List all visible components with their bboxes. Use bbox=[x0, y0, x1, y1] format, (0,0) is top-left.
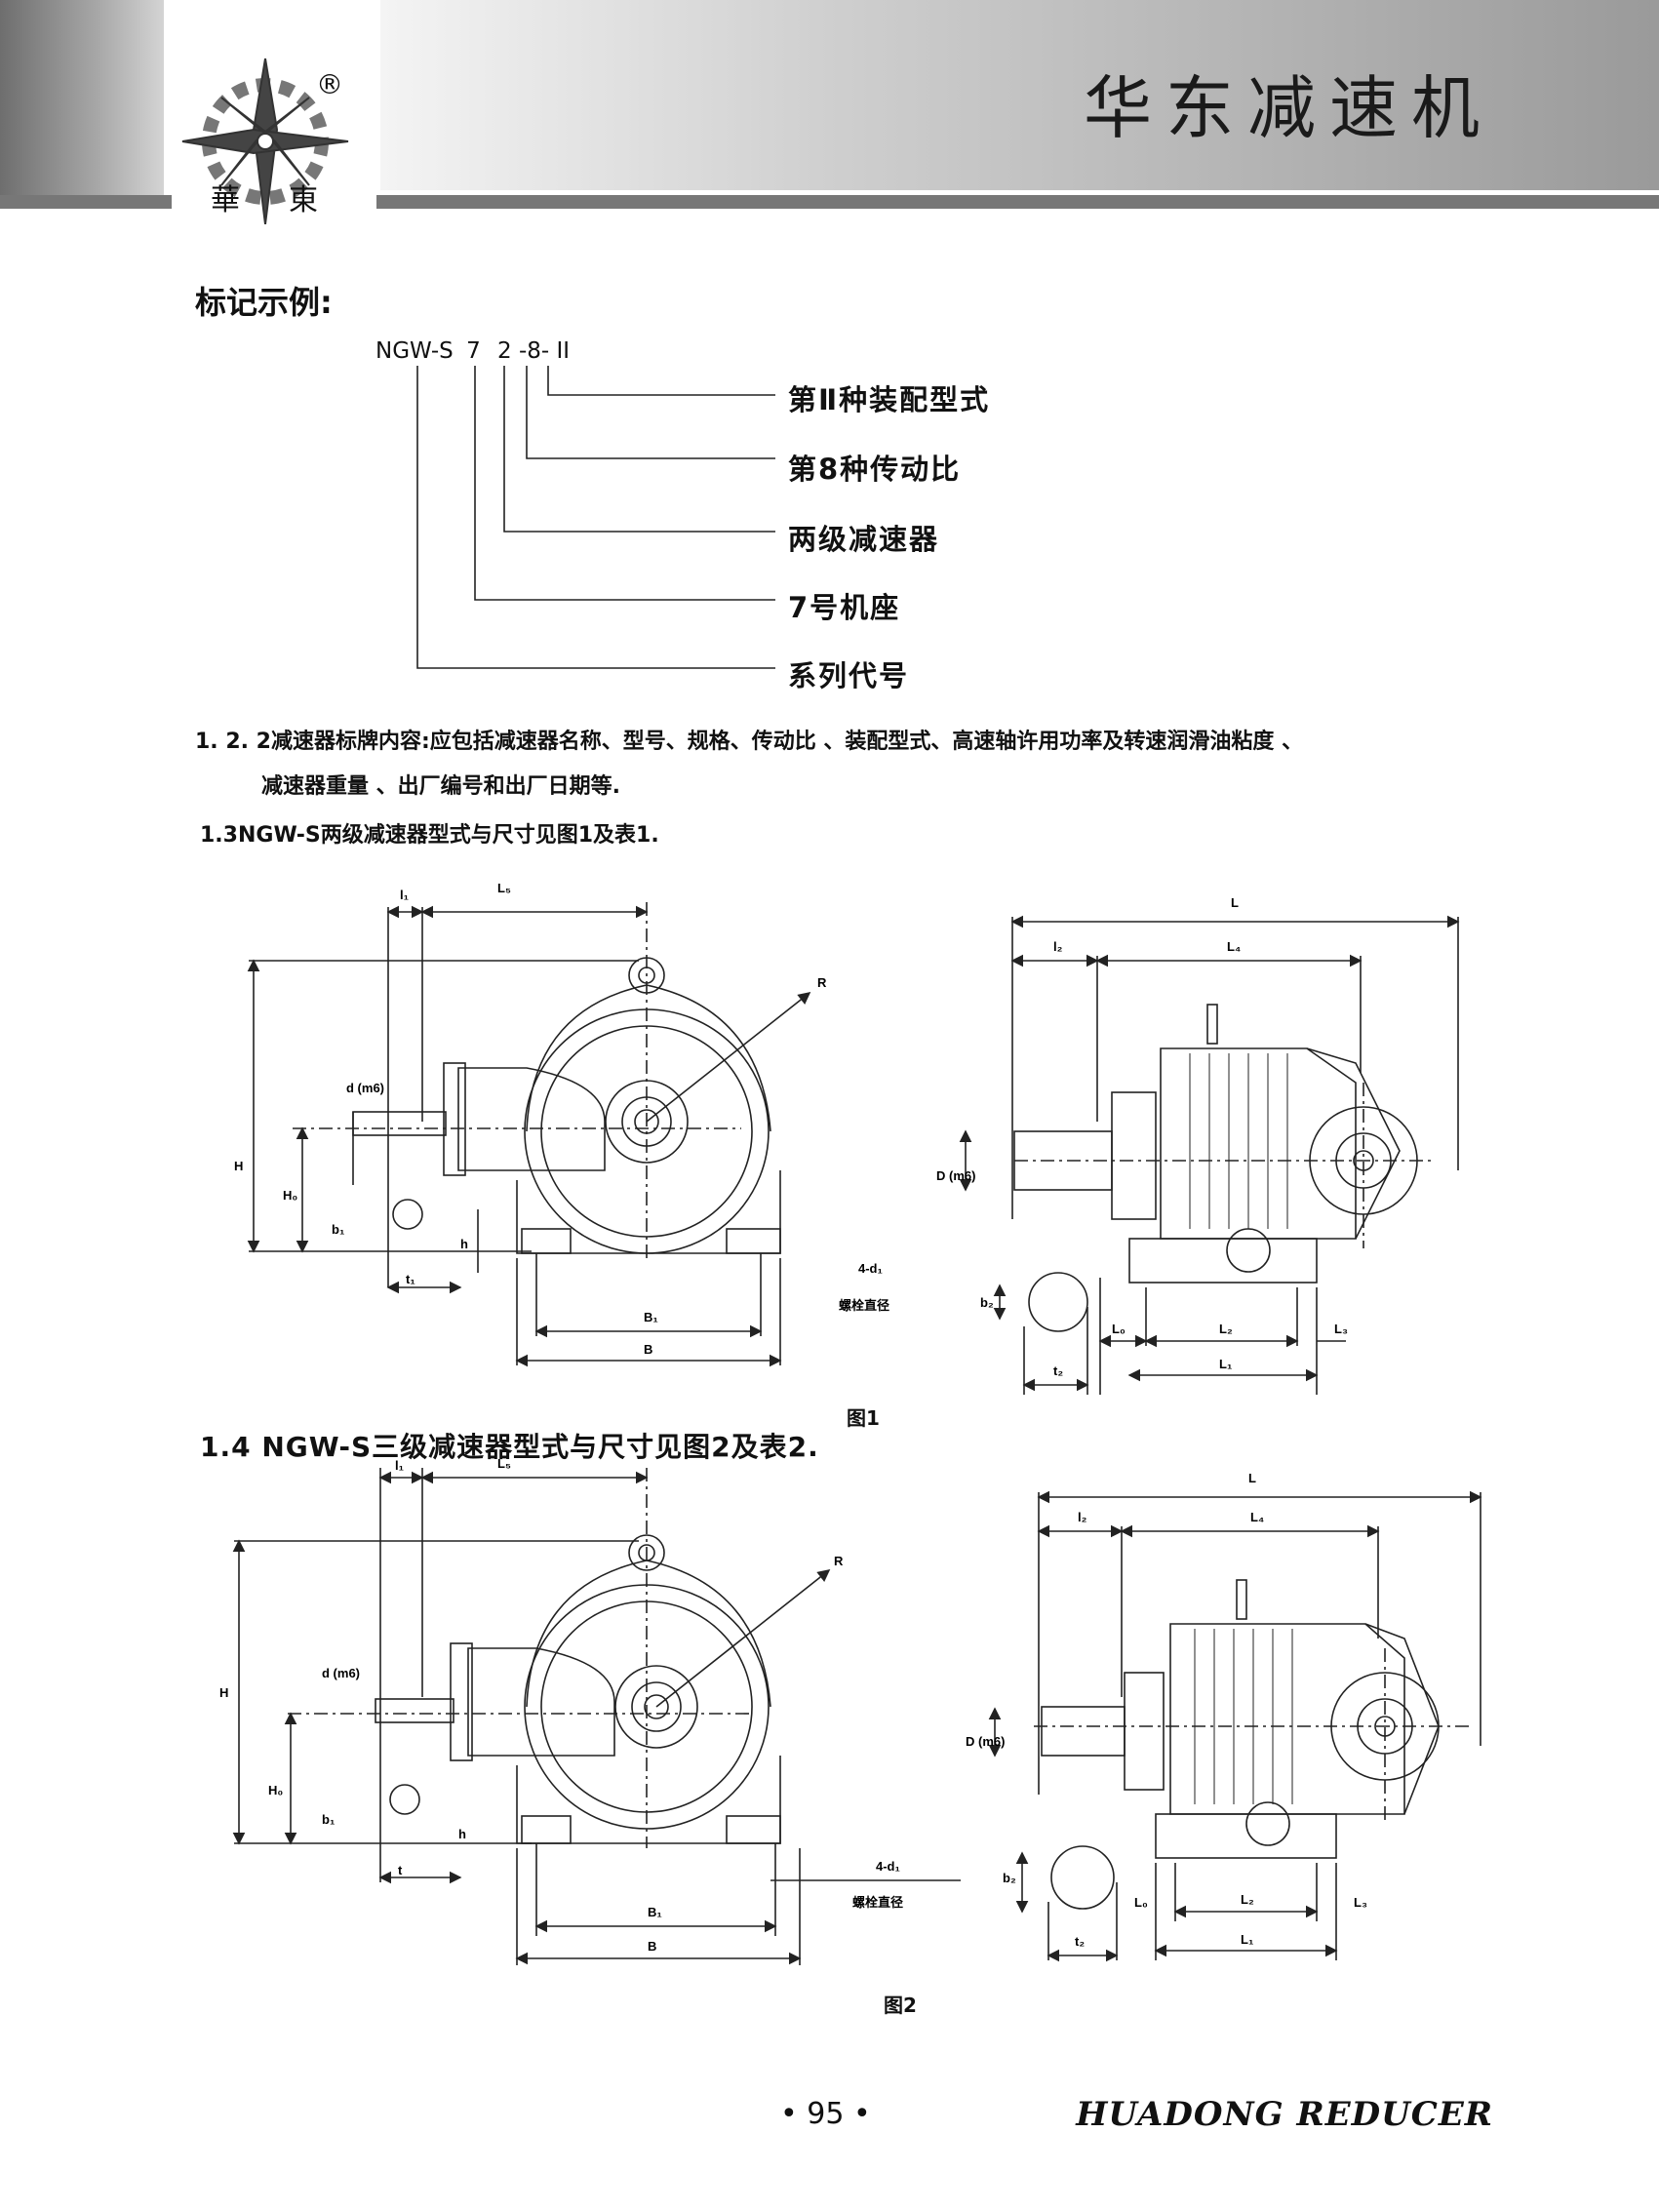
fig1-b2-label: b₂ bbox=[980, 1295, 994, 1310]
fig2-bolt-label: 4-d₁ bbox=[876, 1859, 900, 1874]
fig2-h-label: H bbox=[219, 1685, 228, 1700]
logo-char-left: 華 bbox=[211, 183, 240, 217]
fig2-b-label: B bbox=[648, 1939, 656, 1954]
fig1-l1-label: l₁ bbox=[400, 888, 409, 902]
fig2-L4-label: L₄ bbox=[1250, 1510, 1264, 1524]
logo-star-gear-icon bbox=[181, 58, 349, 224]
fig2-L2-label: L₂ bbox=[1241, 1892, 1254, 1907]
code-rest: 2 -8- II bbox=[497, 338, 571, 364]
code-series: NGW-S bbox=[375, 338, 454, 364]
fig2-L0-label: L₀ bbox=[1134, 1895, 1148, 1910]
code-label-series: 系列代号 bbox=[788, 659, 910, 692]
page-title: 华东减速机 bbox=[1084, 68, 1493, 148]
fig2-l2-label: l₂ bbox=[1078, 1510, 1087, 1524]
fig1-bolt-label: 4-d₁ bbox=[858, 1261, 883, 1276]
fig2-D-label: D (m6) bbox=[966, 1734, 1005, 1749]
fig2-L3-label: L₃ bbox=[1354, 1895, 1367, 1910]
fig1-L0-label: L₀ bbox=[1112, 1322, 1126, 1336]
fig2-front-view bbox=[232, 1468, 961, 1965]
fig2-d-label: d (m6) bbox=[322, 1666, 360, 1680]
fig1-t2-label: t₂ bbox=[1053, 1363, 1063, 1378]
fig1-D-label: D (m6) bbox=[936, 1168, 975, 1183]
fig2-t-label: t bbox=[398, 1863, 403, 1877]
fig1-bolt-desc: 螺栓直径 bbox=[839, 1298, 889, 1313]
para-122-line2: 减速器重量 、出厂编号和出厂日期等. bbox=[261, 774, 621, 799]
para-14: 1.4 NGW-S三级减速器型式与尺寸见图2及表2. bbox=[200, 1431, 819, 1463]
fig1-h-small-label: h bbox=[460, 1237, 468, 1251]
marking-heading: 标记示例: bbox=[195, 284, 333, 321]
footer-brand: HUADONG REDUCER bbox=[1076, 2095, 1493, 2134]
code-label-stages: 两级减速器 bbox=[788, 523, 940, 556]
header-band-right bbox=[380, 0, 1659, 190]
fig1-h0-label: H₀ bbox=[283, 1188, 297, 1203]
fig1-r-label: R bbox=[817, 975, 827, 990]
fig1-t1-label: t₁ bbox=[406, 1272, 415, 1286]
code-label-frame: 7号机座 bbox=[788, 591, 901, 624]
fig2-b1w-label: B₁ bbox=[648, 1905, 662, 1919]
fig1-L-label: L bbox=[1231, 895, 1239, 910]
registered-mark: ® bbox=[316, 68, 343, 100]
code-label-assembly: 第Ⅱ种装配型式 bbox=[788, 383, 991, 416]
logo: 華 東 ® bbox=[172, 0, 376, 224]
fig2-b2-label: b₂ bbox=[1003, 1871, 1016, 1885]
fig1-b1w-label: B₁ bbox=[644, 1310, 658, 1324]
fig1-L4-label: L₄ bbox=[1227, 939, 1241, 954]
fig1-l5-label: L₅ bbox=[497, 881, 511, 895]
fig1-h-label: H bbox=[234, 1159, 243, 1173]
fig2-b1-label: b₁ bbox=[322, 1812, 335, 1827]
logo-char-right: 東 bbox=[289, 183, 318, 217]
model-code: NGW-S 7 2 -8- II bbox=[375, 338, 570, 364]
fig1-L3-label: L₃ bbox=[1334, 1322, 1348, 1336]
fig2-bolt-desc: 螺栓直径 bbox=[852, 1895, 903, 1910]
fig2-L-label: L bbox=[1248, 1471, 1256, 1485]
fig2-h-small-label: h bbox=[458, 1827, 466, 1841]
fig2-r-label: R bbox=[834, 1554, 844, 1568]
code-label-ratio: 第8种传动比 bbox=[788, 453, 962, 486]
fig1-l2-label: l₂ bbox=[1053, 939, 1063, 954]
fig1-d-label: d (m6) bbox=[346, 1081, 384, 1095]
fig1-L1-label: L₁ bbox=[1219, 1357, 1232, 1371]
code-frame: 7 bbox=[466, 338, 481, 364]
fig2-h0-label: H₀ bbox=[268, 1783, 283, 1797]
fig1-b-label: B bbox=[644, 1342, 652, 1357]
fig1-side-view bbox=[959, 915, 1460, 1395]
fig1-b1-label: b₁ bbox=[332, 1222, 344, 1237]
fig1-L2-label: L₂ bbox=[1219, 1322, 1233, 1336]
page-number: • 95 • bbox=[780, 2097, 871, 2131]
fig2-side-view bbox=[988, 1490, 1482, 1962]
fig2-L1-label: L₁ bbox=[1241, 1932, 1253, 1947]
figure2-caption: 图2 bbox=[884, 1994, 917, 2017]
para-122-line1: 1. 2. 2减速器标牌内容:应包括减速器名称、型号、规格、传动比 、装配型式、… bbox=[195, 730, 1304, 754]
fig2-t2-label: t₂ bbox=[1075, 1934, 1085, 1949]
figure1-caption: 图1 bbox=[847, 1406, 880, 1430]
fig1-front-view bbox=[247, 902, 811, 1367]
header-rule bbox=[0, 195, 1659, 209]
para-13: 1.3NGW-S两级减速器型式与尺寸见图1及表1. bbox=[200, 823, 659, 848]
header-band-left bbox=[0, 0, 164, 195]
